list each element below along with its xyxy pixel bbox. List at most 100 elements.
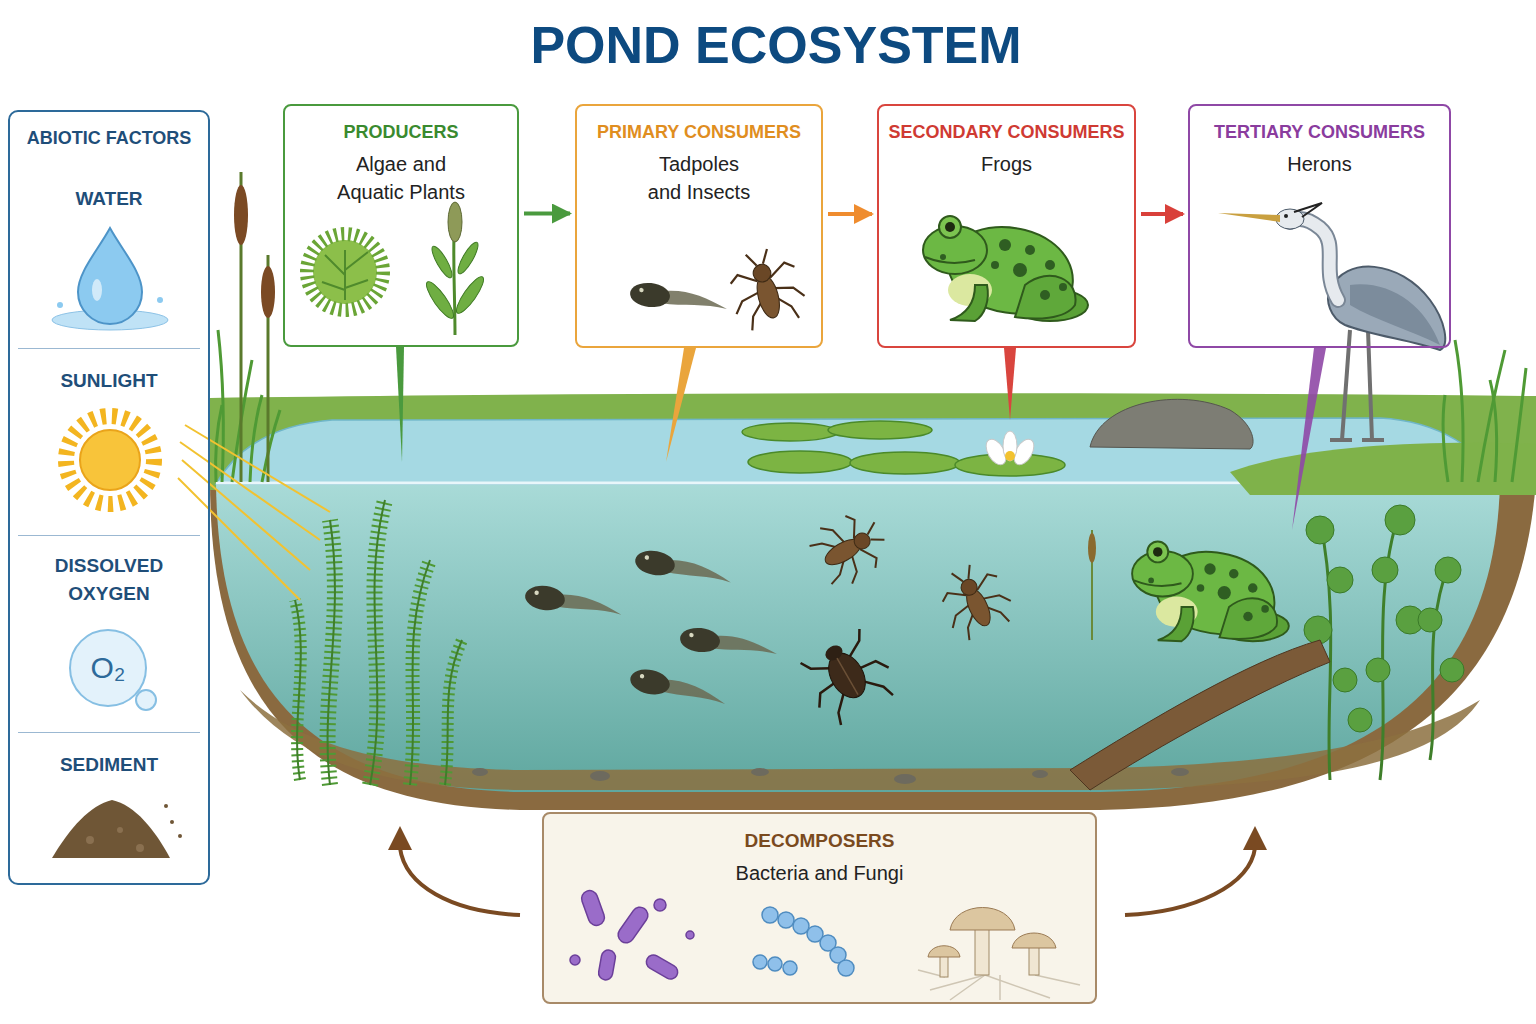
pond-tadpoles [524, 583, 624, 620]
bacteria-icon [579, 888, 606, 927]
right-bank [1443, 340, 1526, 482]
sediment-icon [170, 820, 174, 824]
fungi-icon [1035, 975, 1080, 985]
pond-sediment [1171, 768, 1189, 776]
left-grass [216, 172, 280, 482]
land [210, 393, 1536, 810]
fungi-icon [918, 908, 1080, 1001]
right-water-plants [1333, 668, 1357, 692]
node-description: Algae and Aquatic Plants [326, 150, 476, 206]
right-bank [1490, 380, 1497, 482]
lily-pads [982, 431, 1038, 468]
left-water-plants [328, 520, 335, 785]
bacteria-icon [644, 952, 680, 981]
box-producers-icons [422, 279, 457, 322]
left-water-plants [410, 560, 430, 785]
lily-pads [850, 452, 960, 474]
cocci-icon [778, 912, 794, 928]
right-water-plants [1380, 510, 1400, 780]
right-bank [1443, 395, 1448, 482]
pointer-lines [1004, 348, 1016, 420]
frog [1132, 541, 1289, 641]
node-heading: DECOMPOSERS [745, 830, 895, 853]
water-icon [57, 302, 63, 308]
nutrient-cycle-arrows [400, 848, 520, 915]
fungi-icon [985, 975, 1050, 998]
box-producers-icons [452, 274, 487, 317]
nutrient-cycle-arrows [1125, 848, 1255, 915]
box-producers-icons [307, 202, 488, 335]
left-water-plants [410, 560, 430, 785]
sun-icon [66, 416, 154, 504]
pointer-lines [396, 347, 404, 462]
fungi-icon [1012, 933, 1056, 948]
rock [1090, 399, 1253, 449]
sun-rays [180, 442, 320, 540]
decomposers-box: DECOMPOSERS Bacteria and Fungi [542, 812, 1097, 1004]
abiotic-factor-band: DISSOLVED OXYGEN [18, 535, 200, 732]
land [210, 480, 1536, 810]
box-producers-icons [448, 202, 462, 242]
node-heading: TERTIARY CONSUMERS [1214, 122, 1425, 144]
sun-rays [178, 425, 330, 600]
bacteria-icon [598, 949, 617, 981]
trophic-level-box: PRIMARY CONSUMERSTadpoles and Insects [575, 104, 823, 348]
pond-sediment [590, 771, 610, 781]
node-heading: SEDIMENT [60, 751, 158, 779]
cocci-icon [753, 955, 767, 969]
node-heading: SECONDARY CONSUMERS [888, 122, 1124, 144]
left-water-plants [295, 600, 301, 780]
heron [1276, 209, 1304, 229]
node-description: Bacteria and Fungi [736, 859, 904, 887]
box-producers-icons [422, 240, 487, 322]
water-icon [157, 297, 163, 303]
food-chain-arrow [524, 212, 570, 216]
left-water-plants [370, 500, 385, 785]
heron [1294, 203, 1322, 217]
abiotic-factor-band: SUNLIGHT [18, 348, 200, 535]
node-heading: PRIMARY CONSUMERS [597, 122, 801, 144]
lily-pads [748, 451, 852, 473]
right-water-plants [1418, 608, 1442, 632]
sediment-icon [164, 804, 168, 808]
left-water-plants [445, 640, 462, 785]
sun-icon [80, 430, 140, 490]
node-heading: ABIOTIC FACTORS [27, 128, 192, 150]
sediment-icon [86, 836, 94, 844]
left-water-plants [370, 500, 385, 785]
node-heading: PRODUCERS [343, 122, 458, 144]
fungi-icon [928, 946, 960, 957]
nutrient-cycle-arrows [388, 826, 1267, 915]
right-water-plants [1366, 658, 1390, 682]
fungi-icon [975, 925, 989, 975]
left-grass [216, 330, 280, 482]
left-grass [261, 266, 275, 318]
sun-rays [185, 425, 330, 512]
left-water-plants [295, 600, 301, 780]
right-bank [1230, 443, 1536, 495]
lily-pads [742, 421, 1065, 476]
heron [1290, 219, 1338, 300]
right-bank [1455, 340, 1463, 482]
right-water-plants [1304, 505, 1464, 780]
right-bank [1230, 340, 1536, 495]
node-heading: SUNLIGHT [60, 367, 157, 395]
left-water-plants [295, 500, 462, 785]
lily-pads [742, 421, 1065, 476]
log [1070, 640, 1330, 790]
oxygen-icon [136, 690, 156, 710]
decomposer-panel-ground [542, 812, 1097, 1004]
pond-tadpoles [633, 548, 734, 589]
abiotic-factors-panel: ABIOTIC FACTORSWATERSUNLIGHTDISSOLVED OX… [8, 110, 210, 885]
right-bank [1512, 368, 1526, 482]
fungi-icon [950, 908, 1015, 931]
diagram-title: POND ECOSYSTEM [8, 14, 1536, 76]
lily-pads [828, 421, 932, 439]
fungi-icon [1029, 945, 1039, 975]
sediment-icon [117, 827, 123, 833]
lily-pads [1003, 431, 1017, 461]
lily-pads [742, 423, 838, 441]
pond-sediment [240, 690, 1480, 790]
sediment-icon [178, 834, 182, 838]
